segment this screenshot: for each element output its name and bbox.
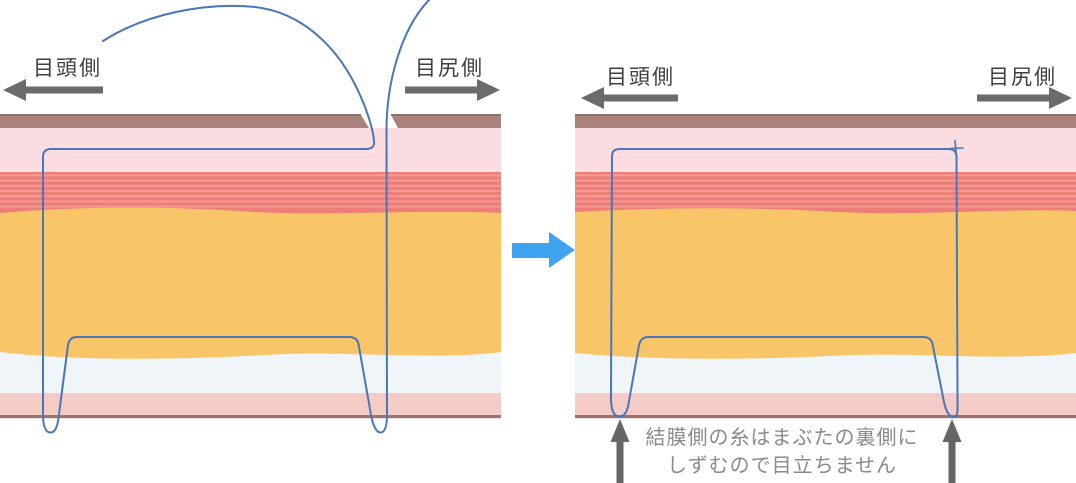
epidermis-top-edge [0, 114, 501, 116]
fat-layer [0, 207, 501, 359]
epidermis-layer [575, 115, 1076, 128]
suture-thread [610, 148, 959, 418]
outer-corner-label: 目尻側 [415, 56, 484, 80]
inner-corner-label: 目頭側 [33, 56, 102, 80]
outer-corner-label: 目尻側 [988, 65, 1057, 89]
up-arrow-icon [942, 419, 962, 483]
left-direction-arrow-icon [581, 87, 678, 109]
tarsus-stripes [575, 174, 1076, 208]
lower-lid-layer [575, 393, 1076, 415]
transition-arrow-icon [512, 232, 575, 268]
left-direction-arrow-icon [3, 79, 103, 101]
tissue-diagram-before [0, 0, 501, 434]
knot-mark [948, 139, 964, 158]
base-line [0, 415, 501, 419]
right-direction-arrow-icon [405, 79, 500, 101]
transition-arrow [505, 225, 580, 275]
tarsus-stripes [0, 174, 501, 208]
base-line [575, 415, 1076, 419]
inner-corner-label: 目頭側 [606, 65, 675, 89]
lower-lid-layer [0, 393, 501, 415]
caption-line-1: 結膜側の糸はまぶたの裏側に [645, 425, 919, 449]
panel-before: 目頭側 目尻側 [0, 0, 501, 483]
right-direction-arrow-icon [977, 87, 1072, 109]
caption: 結膜側の糸はまぶたの裏側に しずむので目立ちません [632, 423, 932, 479]
fat-layer [575, 208, 1076, 359]
panel-after: 目頭側 目尻側 [575, 0, 1076, 483]
suture-thread [42, 0, 430, 434]
up-arrow-icon [610, 419, 630, 483]
epidermis-top-edge [575, 114, 1076, 116]
tissue-diagram-after [575, 87, 1076, 483]
epidermis-layer [0, 115, 501, 128]
caption-line-2: しずむので目立ちません [667, 453, 897, 477]
